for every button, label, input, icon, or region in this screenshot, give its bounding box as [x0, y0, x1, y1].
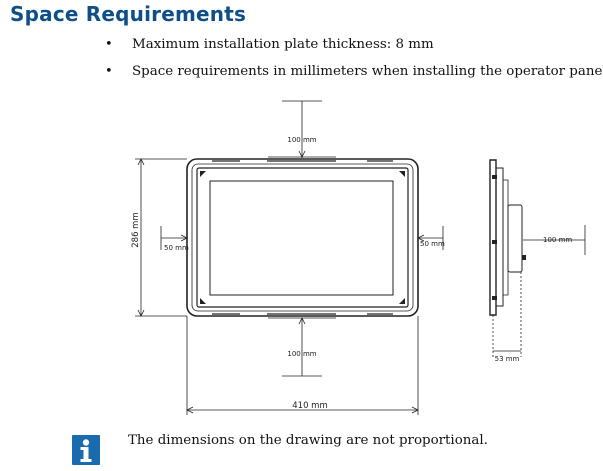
- proportion-note: The dimensions on the drawing are not pr…: [128, 433, 488, 448]
- top-clearance-label: 100 mm: [287, 136, 316, 144]
- rear-clearance-label: 100 mm: [543, 236, 572, 244]
- depth-label: 53 mm: [495, 355, 520, 363]
- bullet-icon: •: [105, 37, 113, 52]
- info-icon: [72, 435, 100, 465]
- bullet-icon: •: [105, 64, 113, 79]
- requirements-list: • Maximum installation plate thickness: 8…: [104, 36, 603, 90]
- left-clearance-label: 50 mm: [164, 244, 189, 252]
- space-requirements-text: Space requirements in millimeters when i…: [132, 64, 603, 79]
- page-title: Space Requirements: [10, 2, 247, 26]
- right-clearance-label: 50 mm: [420, 240, 445, 248]
- list-item: • Space requirements in millimeters when …: [104, 63, 603, 81]
- height-label: 286 mm: [131, 212, 141, 248]
- bottom-clearance-label: 100 mm: [287, 350, 316, 358]
- plate-thickness-text: Maximum installation plate thickness: 8 …: [132, 37, 434, 52]
- list-item: • Maximum installation plate thickness: 8…: [104, 36, 603, 54]
- width-label: 410 mm: [292, 401, 328, 411]
